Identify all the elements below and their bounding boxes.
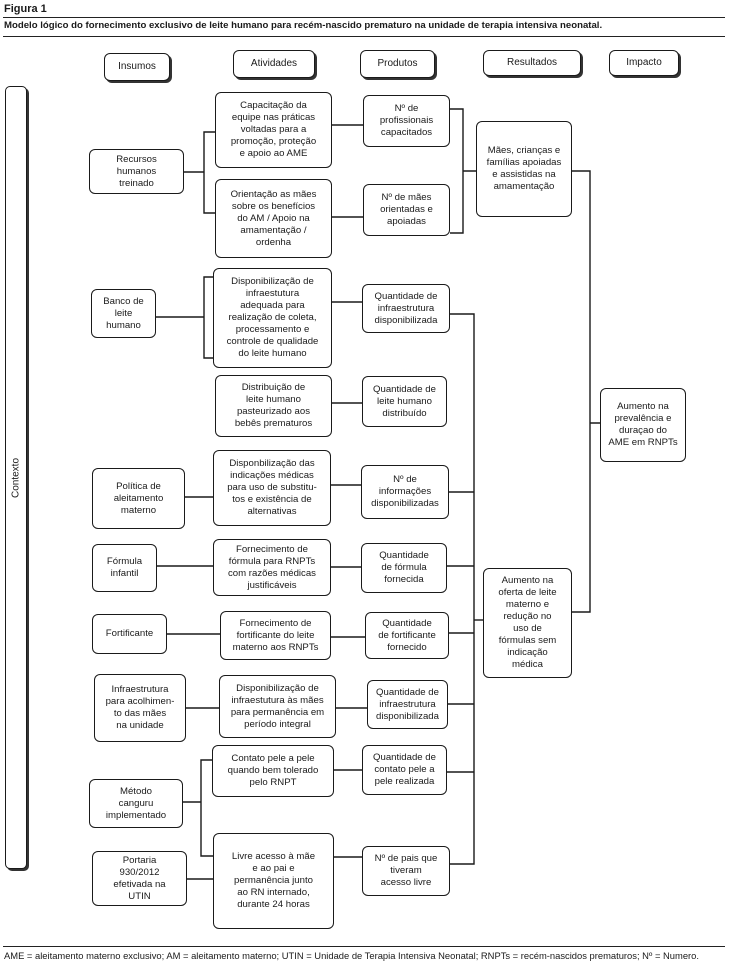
- impacto-prevalencia: Aumento na prevalência e duraçao do AME …: [600, 388, 686, 462]
- atividade-livre-acesso: Livre acesso à mãe e ao pai e permanênci…: [213, 833, 334, 929]
- header-produtos: Produtos: [360, 50, 435, 78]
- insumo-recursos-humanos: Recursos humanos treinado: [89, 149, 184, 194]
- context-bar: Contexto: [5, 86, 27, 869]
- footnote-rule: [3, 946, 725, 947]
- insumo-metodo-canguru: Método canguru implementado: [89, 779, 183, 828]
- atividade-capacitacao: Capacitação da equipe nas práticas volta…: [215, 92, 332, 168]
- produto-fortificante: Quantidade de fortificante fornecido: [365, 612, 449, 659]
- produto-contato-pele: Quantidade de contato pele a pele realiz…: [362, 745, 447, 795]
- atividade-contato-pele: Contato pele a pele quando bem tolerado …: [212, 745, 334, 797]
- top-rule: [3, 17, 725, 18]
- header-atividades: Atividades: [233, 50, 315, 78]
- figure-label: Figura 1: [4, 3, 47, 15]
- insumo-banco-leite: Banco de leite humano: [91, 289, 156, 338]
- connector-trunk: [450, 313, 475, 865]
- caption-rule: [3, 36, 725, 37]
- resultado-aumento-oferta: Aumento na oferta de leite materno e red…: [483, 568, 572, 678]
- produto-profissionais: Nº de profissionais capacitados: [363, 95, 450, 147]
- insumo-portaria: Portaria 930/2012 efetivada na UTIN: [92, 851, 187, 906]
- atividade-permanencia: Disponibilização de infraestutura às mãe…: [219, 675, 336, 738]
- connector-branches: [447, 491, 474, 773]
- produto-infraestrutura-1: Quantidade de infraestrutura disponibili…: [362, 284, 450, 333]
- produto-informacoes: Nº de informações disponibilizadas: [361, 465, 449, 519]
- connector-res-impacto: [572, 170, 600, 613]
- produto-pais-acesso: Nº de pais que tiveram acesso livre: [362, 846, 450, 896]
- connector-canguru: [183, 759, 213, 857]
- insumo-politica: Política de aleitamento materno: [92, 468, 185, 529]
- header-insumos: Insumos: [104, 53, 170, 81]
- footnote: AME = aleitamento materno exclusivo; AM …: [4, 950, 699, 961]
- resultado-apoio-amamentacao: Mães, crianças e famílias apoiadas e ass…: [476, 121, 572, 217]
- atividade-formula: Fornecimento de fórmula para RNPTs com r…: [213, 539, 331, 596]
- header-resultados: Resultados: [483, 50, 581, 76]
- insumo-fortificante: Fortificante: [92, 614, 167, 654]
- atividade-fortificante: Fornecimento de fortificante do leite ma…: [220, 611, 331, 660]
- connector-banco: [156, 276, 215, 359]
- insumo-infraestrutura: Infraestrutura para acolhimen- to das mã…: [94, 674, 186, 742]
- atividade-infraestrutura-coleta: Disponibilização de infraestutura adequa…: [213, 268, 332, 368]
- produto-infraestrutura-2: Quantidade de infraestrutura disponibili…: [367, 680, 448, 729]
- atividade-indicacoes: Disponbilização das indicações médicas p…: [213, 450, 331, 526]
- produto-formula: Quantidade de fórmula fornecida: [361, 543, 447, 593]
- produto-maes-orientadas: Nº de mães orientadas e apoiadas: [363, 184, 450, 236]
- connector-recursos: [184, 131, 215, 214]
- figure-caption: Modelo lógico do fornecimento exclusivo …: [4, 20, 603, 31]
- header-impacto: Impacto: [609, 50, 679, 76]
- connector-produtos-res1: [450, 108, 476, 234]
- produto-leite-distribuido: Quantidade de leite humano distribuído: [362, 376, 447, 427]
- atividade-distribuicao: Distribuição de leite humano pasteurizad…: [215, 375, 332, 437]
- insumo-formula: Fórmula infantil: [92, 544, 157, 592]
- atividade-orientacao: Orientação as mães sobre os benefícios d…: [215, 179, 332, 258]
